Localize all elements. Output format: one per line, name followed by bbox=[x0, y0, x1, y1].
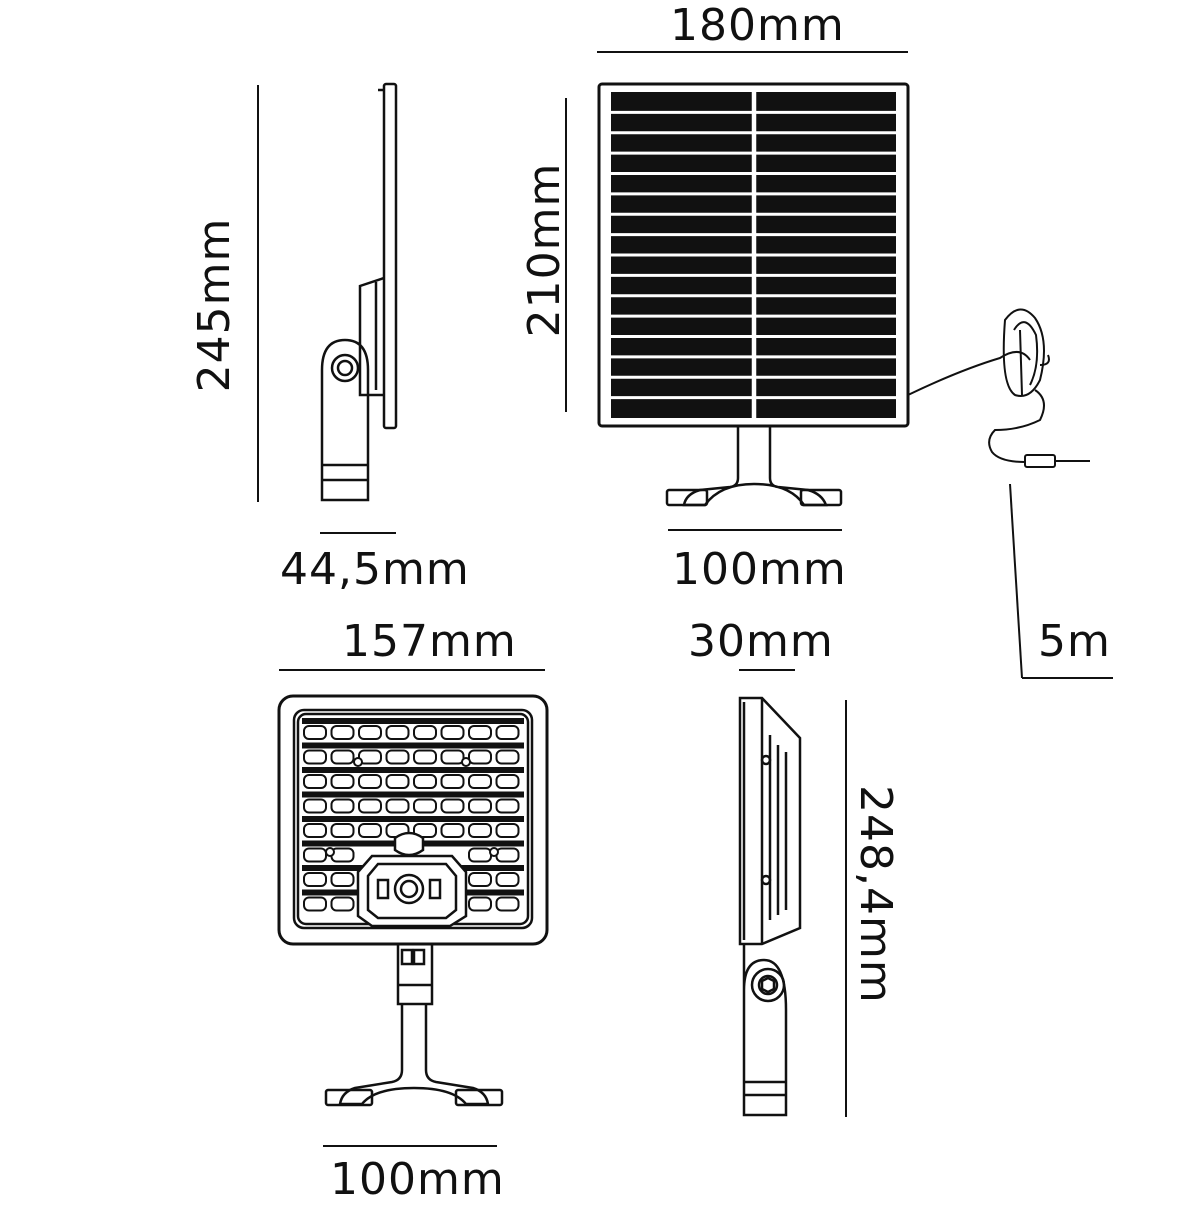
led-cell bbox=[330, 896, 355, 912]
led-cell bbox=[413, 774, 437, 789]
led-cell bbox=[468, 774, 492, 789]
led-cell bbox=[413, 823, 437, 838]
led-row-band bbox=[302, 767, 524, 773]
led-cell bbox=[468, 872, 492, 887]
led-cell bbox=[385, 798, 410, 814]
panel-side-height-label: 245mm bbox=[189, 217, 240, 393]
led-row-band bbox=[302, 791, 524, 798]
screw-hole bbox=[325, 847, 335, 857]
led-cell bbox=[440, 749, 465, 765]
led-row-band bbox=[302, 816, 524, 822]
led-cell bbox=[358, 798, 382, 814]
led-cell bbox=[413, 749, 437, 765]
led-cell bbox=[468, 847, 492, 863]
led-cell bbox=[358, 823, 382, 838]
panel-height-label: 210mm bbox=[519, 162, 570, 338]
led-cell bbox=[385, 725, 410, 740]
led-cell bbox=[330, 798, 355, 814]
led-cell bbox=[495, 725, 520, 740]
led-cell bbox=[385, 774, 410, 789]
led-cell bbox=[440, 823, 465, 838]
led-cell bbox=[468, 749, 492, 765]
panel-side-depth-label: 44,5mm bbox=[280, 544, 470, 595]
cable-length-label: 5m bbox=[1038, 616, 1111, 667]
screw-hole bbox=[461, 757, 471, 767]
panel-bracket-width-label: 100mm bbox=[672, 544, 847, 595]
led-cell bbox=[303, 823, 327, 838]
led-cell bbox=[413, 798, 437, 814]
led-cell bbox=[358, 749, 382, 765]
led-cell bbox=[413, 725, 437, 740]
solar-cell-rows bbox=[611, 110, 896, 400]
led-cell bbox=[495, 872, 520, 887]
led-cell bbox=[495, 774, 520, 789]
led-cell bbox=[303, 798, 327, 814]
led-cell bbox=[330, 749, 355, 765]
led-cell bbox=[385, 749, 410, 765]
led-cell bbox=[303, 749, 327, 765]
lamp-bracket-width-label: 100mm bbox=[330, 1154, 505, 1205]
lamp-side-view bbox=[738, 669, 847, 1117]
led-cell bbox=[358, 725, 382, 740]
led-cell bbox=[303, 774, 327, 789]
led-cell bbox=[440, 774, 465, 789]
led-cell bbox=[303, 847, 327, 863]
led-cell bbox=[468, 725, 492, 740]
lamp-front-view bbox=[277, 669, 549, 1147]
led-cell bbox=[495, 798, 520, 814]
lamp-width-label: 157mm bbox=[342, 616, 517, 667]
led-cell bbox=[440, 798, 465, 814]
panel-side-view bbox=[257, 82, 398, 534]
led-cell bbox=[358, 774, 382, 789]
panel-width-label: 180mm bbox=[670, 0, 845, 51]
led-cell bbox=[303, 872, 327, 887]
lamp-depth-label: 30mm bbox=[688, 616, 834, 667]
led-cell bbox=[468, 823, 492, 838]
led-cell bbox=[468, 798, 492, 814]
led-cell bbox=[468, 896, 492, 912]
led-cell bbox=[303, 725, 327, 740]
led-row-band bbox=[302, 742, 524, 749]
led-cell bbox=[303, 896, 327, 912]
led-row-band bbox=[302, 718, 524, 724]
lamp-height-label: 248,4mm bbox=[850, 785, 901, 1004]
screw-hole bbox=[353, 757, 363, 767]
led-cell bbox=[495, 823, 520, 838]
led-cell bbox=[495, 749, 520, 765]
led-cell bbox=[330, 847, 355, 863]
led-cell bbox=[330, 774, 355, 789]
led-cell bbox=[495, 847, 520, 863]
led-cell bbox=[330, 823, 355, 838]
screw-hole bbox=[489, 847, 499, 857]
led-cell bbox=[330, 872, 355, 887]
panel-front-view bbox=[565, 51, 1113, 679]
led-cell bbox=[495, 896, 520, 912]
led-cell bbox=[330, 725, 355, 740]
led-cell bbox=[440, 725, 465, 740]
